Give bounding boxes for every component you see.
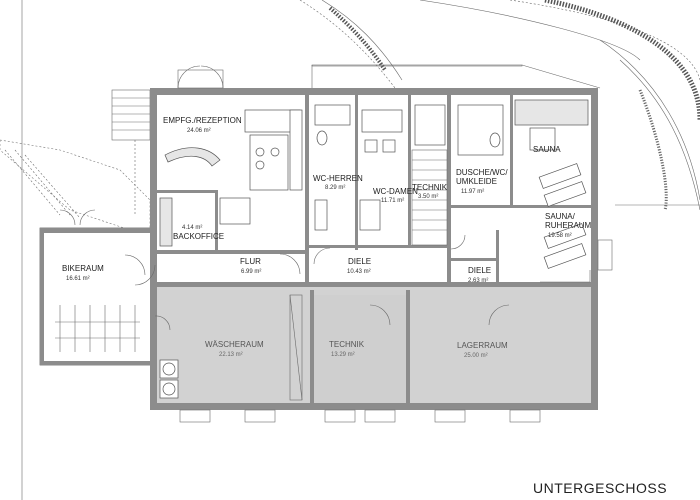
room-label-lagerraum: LAGERRAUM [457,341,508,350]
room-area-wc-herren: 8.29 m² [325,185,345,191]
room-label-technik-small: TECHNIK [412,183,448,192]
room-area-wc-damen: 11.71 m² [381,198,404,204]
room-label-diele: DIELE [348,257,371,266]
slope-hatching [0,139,151,231]
room-label-ruheraum-line2: RUHERAUM [545,221,592,230]
reception-furniture [159,109,303,247]
room-area-lagerraum: 25.00 m² [464,353,488,359]
room-label-dusche-line2: UMKLEIDE [456,177,497,186]
sauna-furniture [514,99,591,283]
room-area-ruheraum: 19.58 m² [548,233,572,239]
light-wells [179,239,613,423]
laundry-fixtures [159,294,303,401]
plan-title: UNTERGESCHOSS [533,480,667,496]
room-label-backoffice: BACKOFFICE [173,232,224,241]
room-area-backoffice: 4.14 m² [182,225,202,231]
room-label-ruheraum-line1: SAUNA/ [545,212,576,221]
room-label-wc-damen: WC-DAMEN [373,187,418,196]
room-label-flur: FLUR [240,257,261,266]
interior-walls [155,95,597,406]
door-swings [134,234,510,331]
room-area-dusche: 11.97 m² [461,189,484,195]
room-label-dusche-line1: DUSCHE/WC/ [456,168,508,177]
room-area-diele2: 2.63 m² [468,278,488,284]
room-label-wc-herren: WC-HERREN [313,174,363,183]
room-area-flur: 6.99 m² [241,269,261,275]
room-area-diele: 10.43 m² [347,269,371,275]
room-label-waescheraum: WÄSCHERAUM [205,340,264,349]
sanitary-fixtures [314,104,504,231]
room-label-empfang: EMPFG./REZEPTION [163,116,242,125]
exterior-walls [150,64,601,410]
room-label-diele2: DIELE [468,266,491,275]
technik-fill [312,295,408,405]
bikeraum-annex [39,209,156,366]
room-area-waescheraum: 22.13 m² [219,352,243,358]
room-area-empfang: 24.06 m² [187,128,211,134]
room-area-bikeraum: 16.61 m² [66,276,90,282]
entrance-doors [177,65,224,89]
exterior-staircase [111,89,151,215]
room-label-bikeraum: BIKERAUM [62,264,104,273]
room-label-sauna: SAUNA [533,145,561,154]
bike-racks [55,305,140,352]
garden-curves [299,0,700,211]
room-area-technik-small: 3.50 m² [418,194,438,200]
interior-staircase [411,149,448,246]
room-area-technik: 13.29 m² [331,352,355,358]
room-label-technik: TECHNIK [329,340,365,349]
